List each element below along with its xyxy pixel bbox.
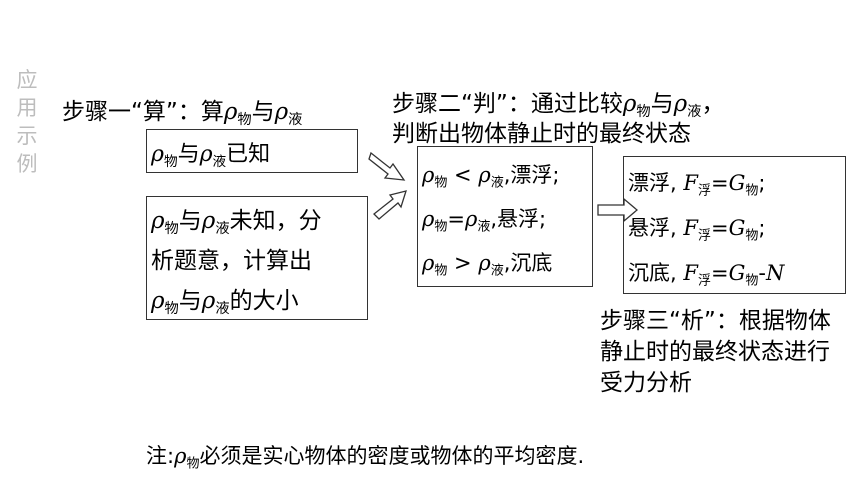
footnote: 注:ρ物必须是实心物体的密度或物体的平均密度. — [146, 440, 585, 472]
force-symbol: F — [683, 216, 698, 240]
row-tail: - — [758, 261, 766, 285]
rho-symbol: ρ — [478, 163, 491, 187]
force-row-suspend: 悬浮, F浮=G物; — [628, 216, 766, 244]
subscript-wu: 物 — [164, 220, 179, 237]
operator: < — [447, 163, 479, 187]
rho-symbol: ρ — [151, 142, 164, 167]
gravity-symbol: G — [728, 216, 746, 240]
rho-symbol: ρ — [223, 99, 238, 125]
subscript-fu: 浮 — [697, 273, 711, 289]
box2-line2: 析题意，计算出 — [151, 248, 312, 274]
row-tail: ; — [758, 216, 766, 240]
state-text: ,沉底 — [503, 251, 553, 275]
rho-symbol: ρ — [174, 444, 187, 468]
conjunction: 与 — [178, 288, 202, 314]
box2-line1: ρ物与ρ液未知，分 — [151, 201, 367, 241]
subscript-ye: 液 — [490, 263, 504, 279]
side-label-char: 例 — [16, 152, 38, 176]
gravity-symbol: G — [728, 171, 746, 195]
step2-heading-line1: 步骤二“判”：通过比较ρ物与ρ液， — [392, 84, 725, 120]
side-label-char: 用 — [16, 96, 38, 120]
rho-symbol: ρ — [422, 251, 435, 275]
conjunction: 与 — [251, 99, 275, 125]
side-label: 应 用 示 例 — [14, 66, 40, 178]
force-row-sink: 沉底, F浮=G物-N — [628, 261, 785, 289]
force-analysis-box: 漂浮, F浮=G物; 悬浮, F浮=G物; 沉底, F浮=G物-N — [623, 156, 846, 294]
rho-symbol: ρ — [422, 163, 435, 187]
arrow-up-right-icon — [373, 190, 407, 220]
comparison-box: ρ物 < ρ液,漂浮; ρ物=ρ液,悬浮; ρ物 > ρ液,沉底 — [417, 146, 593, 287]
subscript-wu: 物 — [745, 183, 759, 199]
support-force-symbol: N — [765, 261, 785, 285]
step2-prefix: 步骤二“判”：通过比较 — [392, 91, 623, 117]
subscript-wu: 物 — [434, 175, 448, 191]
subscript-wu: 物 — [434, 219, 448, 235]
rho-symbol: ρ — [464, 207, 478, 231]
subscript-ye: 液 — [490, 175, 504, 191]
subscript-wu: 物 — [163, 153, 178, 170]
conjunction: 与 — [178, 208, 202, 234]
state-text: 悬浮, — [628, 216, 684, 240]
step2-heading-line2: 判断出物体静止时的最终状态 — [392, 121, 691, 147]
rho-symbol: ρ — [199, 142, 213, 167]
gravity-symbol: G — [728, 261, 746, 285]
conjunction: 与 — [177, 142, 200, 167]
subscript-ye: 液 — [477, 219, 491, 235]
subscript-ye: 液 — [215, 300, 230, 317]
rho-symbol: ρ — [274, 99, 289, 125]
rho-symbol: ρ — [201, 208, 216, 234]
rho-symbol: ρ — [622, 91, 637, 117]
state-text: 沉底, — [628, 261, 684, 285]
rho-symbol: ρ — [422, 207, 435, 231]
state-text: ,漂浮; — [503, 163, 560, 187]
subscript-ye: 液 — [212, 153, 227, 170]
force-symbol: F — [683, 261, 698, 285]
subscript-wu: 物 — [186, 456, 200, 472]
subscript-ye: 液 — [687, 103, 702, 120]
step1-heading: 步骤一“算”：算ρ物与ρ液 — [62, 92, 303, 128]
step1-title: 步骤一“算”：算 — [62, 99, 224, 125]
comparison-row-float: ρ物 < ρ液,漂浮; — [422, 153, 592, 197]
force-symbol: F — [683, 171, 698, 195]
subscript-wu: 物 — [164, 300, 179, 317]
box2-line3: ρ物与ρ液的大小 — [151, 281, 367, 321]
subscript-wu: 物 — [745, 273, 759, 289]
force-row-float: 漂浮, F浮=G物; — [628, 171, 766, 199]
side-label-char: 示 — [16, 124, 38, 148]
subscript-ye: 液 — [288, 111, 303, 128]
known-text: 已知 — [226, 142, 271, 167]
operator: = — [447, 207, 465, 231]
unknown-density-box: ρ物与ρ液未知，分 析题意，计算出 ρ物与ρ液的大小 — [146, 196, 368, 320]
note-prefix: 注: — [146, 444, 175, 468]
rho-symbol: ρ — [201, 288, 216, 314]
note-text: 必须是实心物体的密度或物体的平均密度. — [199, 444, 585, 468]
arrow-down-right-icon — [368, 151, 406, 181]
box2-line1-text: 未知，分 — [229, 208, 322, 234]
state-text: ,悬浮; — [490, 207, 547, 231]
conjunction: 与 — [650, 91, 674, 117]
rho-symbol: ρ — [673, 91, 688, 117]
subscript-wu: 物 — [745, 228, 759, 244]
rho-symbol: ρ — [478, 251, 491, 275]
arrow-right-icon — [597, 197, 639, 223]
rho-symbol: ρ — [151, 208, 165, 234]
subscript-wu: 物 — [237, 111, 252, 128]
operator: > — [447, 251, 479, 275]
known-density-box: ρ物与ρ液已知 — [146, 129, 358, 173]
row-tail: ; — [758, 171, 766, 195]
subscript-fu: 浮 — [697, 228, 711, 244]
comparison-row-suspend: ρ物=ρ液,悬浮; — [422, 197, 592, 241]
subscript-fu: 浮 — [697, 183, 711, 199]
subscript-wu: 物 — [636, 103, 651, 120]
side-label-char: 应 — [16, 68, 38, 92]
comma: ， — [701, 91, 725, 117]
rho-symbol: ρ — [151, 288, 165, 314]
subscript-ye: 液 — [215, 220, 230, 237]
step3-text: 步骤三“析”：根据物体静止时的最终状态进行受力分析 — [600, 308, 831, 396]
state-text: 漂浮, — [628, 171, 684, 195]
subscript-wu: 物 — [434, 263, 448, 279]
comparison-row-sink: ρ物 > ρ液,沉底 — [422, 241, 592, 285]
box2-line3-text: 的大小 — [229, 288, 299, 314]
